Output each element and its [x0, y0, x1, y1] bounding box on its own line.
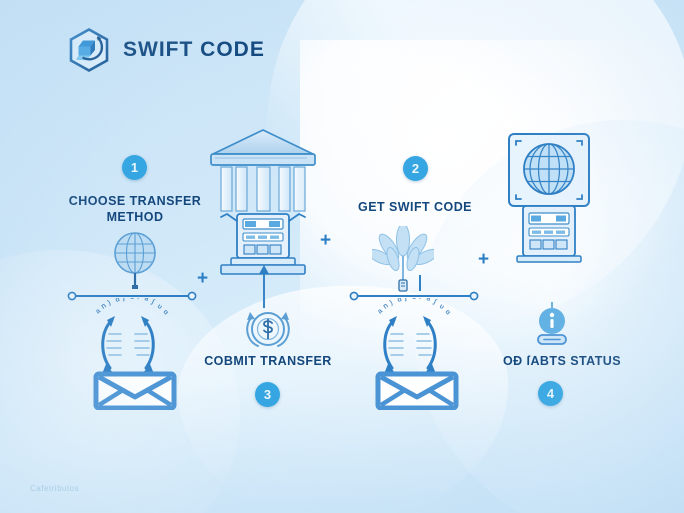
svg-text:ɑ: ɑ: [115, 298, 121, 304]
svg-text:ո: ո: [100, 302, 108, 310]
step-label-1: CHOOSE TRANSFER METHOD: [45, 193, 225, 225]
globe-icon: [114, 232, 156, 289]
step-badge-2: 2: [403, 156, 428, 181]
step-badge-1: 1: [122, 155, 147, 180]
svg-text:ʃ: ʃ: [149, 298, 156, 306]
envelope-transfer-right-icon: a ո ) ɑ Ƒ Ɛ Ρ ᴚ ʃ υ ɑ: [360, 294, 476, 415]
svg-text:ᴚ: ᴚ: [425, 298, 431, 303]
dollar-exchange-icon: [246, 312, 290, 347]
svg-text:υ: υ: [438, 303, 445, 311]
step-badge-3: 3: [255, 382, 280, 407]
svg-text:ɑ: ɑ: [162, 308, 170, 316]
step-label-4: OĐ ſABTS STATUS: [477, 353, 647, 369]
svg-text:ո: ո: [382, 302, 390, 310]
step-label-1-line2: METHOD: [106, 210, 164, 224]
svg-text:Ρ: Ρ: [137, 298, 143, 302]
svg-text:ᴚ: ᴚ: [143, 298, 149, 303]
bank-building-icon: [205, 126, 321, 289]
connector-tick-right: [419, 275, 421, 291]
step-label-4-line1: OĐ ſABTS STATUS: [502, 354, 622, 368]
footer-watermark: Cafetributos: [30, 484, 80, 493]
svg-text:Ƒ: Ƒ: [121, 298, 128, 302]
envelope-transfer-left-icon: a ո ) ɑ Ƒ Ɛ Ρ ᴚ ʃ υ ɑ: [78, 294, 194, 415]
svg-text:ɑ: ɑ: [444, 308, 452, 316]
step-label-1-line1: CHOOSE TRANSFER: [68, 194, 202, 208]
step-label-3: COBMIT TRANSFER: [188, 353, 348, 369]
plus-connector-3: +: [478, 249, 490, 270]
svg-text:): ): [389, 299, 394, 306]
hexagon-swift-logo-icon: [68, 28, 110, 72]
step-label-2: GET SWIFT CODE: [340, 199, 490, 215]
svg-text:ʃ: ʃ: [431, 298, 438, 306]
arrow-up-to-bank-icon: [259, 265, 269, 308]
svg-text:Ƒ: Ƒ: [403, 298, 410, 302]
brand-title: SWIFT CODE: [123, 38, 265, 61]
leaf-plant-icon: [372, 226, 434, 292]
svg-text:Ɛ: Ɛ: [130, 298, 135, 301]
info-circle-icon: [537, 302, 567, 345]
plus-connector-1: +: [197, 268, 209, 289]
step-badge-4: 4: [538, 381, 563, 406]
plus-connector-2: +: [320, 230, 332, 251]
step-label-2-line1: GET SWIFT CODE: [358, 200, 472, 214]
svg-text:Ɛ: Ɛ: [412, 298, 417, 301]
svg-text:a: a: [95, 308, 103, 316]
connector-line-right: [349, 291, 479, 301]
svg-text:Ρ: Ρ: [419, 298, 425, 302]
svg-text:a: a: [377, 308, 385, 316]
connector-line-left: [67, 291, 197, 301]
svg-text:ɑ: ɑ: [397, 298, 403, 304]
svg-text:υ: υ: [156, 303, 163, 311]
atm-kiosk-globe-icon: [497, 131, 601, 268]
header: SWIFT CODE: [68, 28, 265, 72]
step-label-3-line1: COBMIT TRANSFER: [204, 354, 332, 368]
svg-text:): ): [107, 299, 112, 306]
